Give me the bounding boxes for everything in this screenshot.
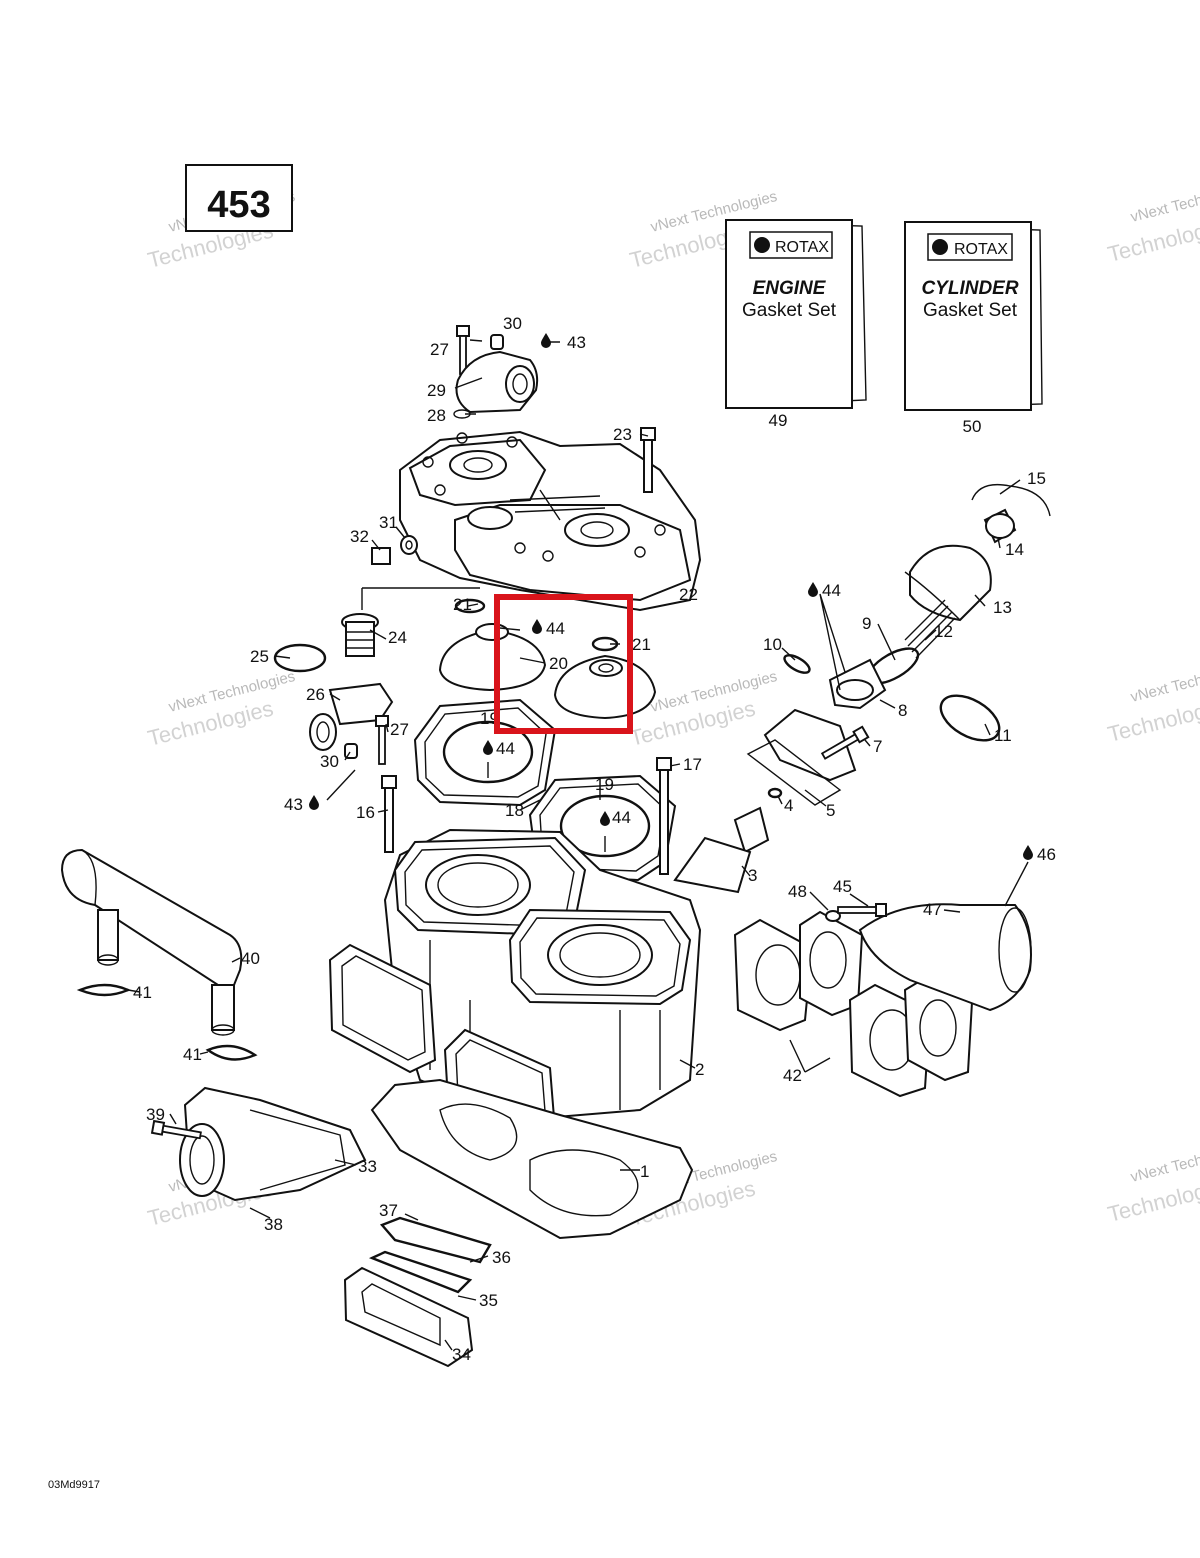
lube-label: 44	[612, 808, 631, 827]
callout: 28	[427, 406, 446, 425]
callout: 1	[640, 1162, 649, 1181]
callout: 39	[146, 1105, 165, 1124]
page-number: 453	[207, 184, 270, 226]
head-seal-rings	[438, 598, 657, 720]
lube-label: 46	[1037, 845, 1056, 864]
stud-17	[656, 757, 672, 875]
callout: 21	[453, 595, 472, 614]
callout: 34	[452, 1345, 471, 1364]
callout: 37	[379, 1201, 398, 1220]
callout: 22	[679, 585, 698, 604]
rotary-valve-group	[673, 483, 1051, 894]
callout: 12	[934, 622, 953, 641]
callout: 29	[427, 381, 446, 400]
callout: 40	[241, 949, 260, 968]
watermark-line1: vNext Technologies	[1129, 178, 1200, 226]
booklet-title: ENGINE	[753, 278, 827, 299]
callout: 8	[898, 701, 907, 720]
intake-adapter	[151, 1086, 367, 1202]
callout: 21	[632, 635, 651, 654]
callout: 33	[358, 1157, 377, 1176]
callout: 41	[183, 1045, 202, 1064]
callout: 35	[479, 1291, 498, 1310]
callout: 27	[390, 720, 409, 739]
stud-23	[640, 427, 656, 493]
callout: 36	[492, 1248, 511, 1267]
thermostat-housing	[453, 325, 539, 419]
page-number-box: 453	[185, 164, 293, 232]
callout: 30	[503, 314, 522, 333]
callout: 24	[388, 628, 407, 647]
cylinder-head	[361, 430, 702, 612]
callout: 31	[379, 513, 398, 532]
drawing-code: 03Md9917	[48, 1479, 100, 1491]
booklet-subtitle: Gasket Set	[923, 300, 1018, 321]
lube-label: 44	[546, 619, 565, 638]
base-gasket	[370, 1078, 694, 1240]
callout: 41	[133, 983, 152, 1002]
callout: 47	[923, 900, 942, 919]
callout: 16	[356, 803, 375, 822]
watermark-line1: vNext Technologies	[1129, 1138, 1200, 1186]
callout-numbers: 30 27 29 28 23 31 32 22 21 21 20 24 25 2…	[133, 314, 1046, 1364]
drain-plug	[371, 535, 418, 565]
leader-lines	[127, 339, 1029, 1351]
booklet-title: CYLINDER	[921, 278, 1018, 299]
callout: 48	[788, 882, 807, 901]
callout: 25	[250, 647, 269, 666]
exhaust-manifold	[60, 848, 258, 1061]
reed-valve	[343, 1216, 492, 1368]
callout: 32	[350, 527, 369, 546]
booklet-brand: ROTAX	[954, 241, 1008, 258]
callout: 27	[430, 340, 449, 359]
exhaust-flange-group	[733, 903, 1032, 1098]
callout: 19	[595, 775, 614, 794]
lube-label: 43	[567, 333, 586, 352]
callout: 3	[748, 866, 757, 885]
lube-markers: 43 43 44 44 44 44 46	[284, 333, 1056, 864]
callout: 10	[763, 635, 782, 654]
cylinder-gasket-set-booklet: ROTAX CYLINDER Gasket Set 50	[904, 221, 1043, 436]
callout: 38	[264, 1215, 283, 1234]
engine-gasket-set-booklet: ROTAX ENGINE Gasket Set 49	[725, 219, 867, 430]
highlight-box	[494, 594, 633, 734]
elbow-fitting	[309, 682, 394, 765]
bolt-16	[381, 775, 397, 853]
callout: 11	[994, 726, 1012, 745]
callout: 26	[306, 685, 325, 704]
callout: 30	[320, 752, 339, 771]
callout: 18	[505, 801, 524, 820]
cylinder-block	[328, 828, 702, 1144]
callout: 15	[1027, 469, 1046, 488]
callout: 20	[549, 654, 568, 673]
callout: 45	[833, 877, 852, 896]
callout: 2	[695, 1060, 704, 1079]
watermark-line1: vNext Technologies	[1129, 658, 1200, 706]
booklet-brand: ROTAX	[775, 239, 829, 256]
lube-label: 43	[284, 795, 303, 814]
callout: 17	[683, 755, 702, 774]
callout-50: 50	[963, 417, 982, 436]
thermostat	[273, 613, 379, 673]
booklet-subtitle: Gasket Set	[742, 300, 837, 321]
callout: 23	[613, 425, 632, 444]
callout-49: 49	[769, 411, 788, 430]
lube-label: 44	[822, 581, 841, 600]
callout: 7	[873, 737, 882, 756]
lube-label: 44	[496, 739, 515, 758]
callout: 5	[826, 801, 835, 820]
callout: 4	[784, 796, 793, 815]
callout: 42	[783, 1066, 802, 1085]
callout: 13	[993, 598, 1012, 617]
callout: 9	[862, 614, 871, 633]
callout: 14	[1005, 540, 1024, 559]
